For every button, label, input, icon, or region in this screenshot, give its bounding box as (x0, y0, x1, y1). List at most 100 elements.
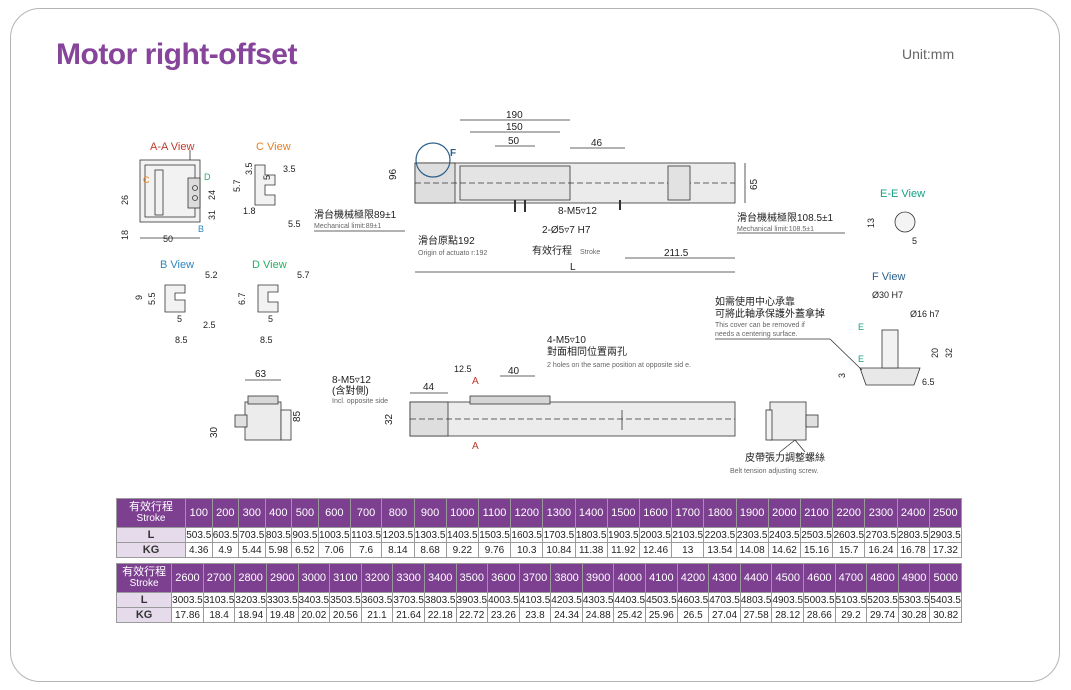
table2-length-cell: 3603.5 (360, 592, 394, 608)
f-label: F (450, 148, 456, 159)
unit-label: Unit:mm (902, 46, 955, 62)
table2-length-cell: 3803.5 (423, 592, 457, 608)
table2-length-cell: 5103.5 (834, 592, 868, 608)
dim-211.5: 211.5 (664, 248, 689, 259)
table1-stroke-cell: 1700 (671, 498, 705, 528)
table2-weight-cell: 22.72 (455, 607, 489, 623)
m4-tap: 4-M5▿10 (547, 335, 586, 346)
section-a-top: A (472, 376, 479, 387)
table2-length-cell: 4303.5 (581, 592, 615, 608)
aa-view-body (139, 150, 201, 223)
b-dim-5.2: 5.2 (205, 270, 218, 280)
table1-weight-cell: 6.52 (291, 542, 319, 558)
table1-length-cell: 803.5 (264, 527, 293, 543)
table1-length-cell: 1103.5 (349, 527, 383, 543)
table2-stroke-cell: 2900 (265, 563, 299, 593)
f-view-title: F View (872, 271, 905, 283)
table2-weight-cell: 25.96 (645, 607, 678, 623)
c-view-title: C View (256, 141, 291, 153)
table1-length-cell: 2903.5 (928, 527, 963, 543)
table1-weight-cell: 5.44 (238, 542, 266, 558)
table1-weight-cell: 9.76 (477, 542, 512, 558)
table2-weight-cell: 28.66 (803, 607, 836, 623)
table2-weight-cell: 19.48 (265, 607, 299, 623)
f-dim-20: 20 (930, 348, 940, 358)
f-dim-16: Ø16 h7 (910, 309, 940, 319)
table2-weight-cell: 24.34 (550, 607, 583, 623)
table1-stroke-cell: 1300 (542, 498, 576, 528)
table1-length-cell: 2403.5 (767, 527, 801, 543)
table1-stroke-cell: 1200 (510, 498, 544, 528)
limit2-cn: 滑台機械極限108.5±1 (737, 211, 834, 224)
table1-length-cell: 603.5 (211, 527, 240, 543)
table1-length-cell: 2603.5 (832, 527, 866, 543)
table1-weight-cell: 13.54 (703, 542, 737, 558)
table1-length-cell: 703.5 (238, 527, 266, 543)
table2-weight-cell: 23.8 (518, 607, 552, 623)
table1-stroke-cell: 100 (185, 498, 213, 528)
side-tap-8m5: 8-M5▿12 (332, 375, 371, 386)
table1-weight-cell: 4.9 (211, 542, 240, 558)
aa-dim-24: 24 (207, 190, 217, 200)
table1-weight-cell: 11.38 (574, 542, 608, 558)
f-dim-32: 32 (944, 348, 954, 358)
table2-stroke-cell: 2800 (234, 563, 267, 593)
table2-stroke-cell: 4100 (645, 563, 678, 593)
table2-weight-cell: 28.12 (771, 607, 805, 623)
table1-stroke-cell: 1800 (703, 498, 737, 528)
table2-length-cell: 3503.5 (329, 592, 362, 608)
front-dim-63: 63 (255, 369, 267, 380)
table2-weight-cell: 25.42 (613, 607, 647, 623)
dim-L: L (570, 262, 576, 273)
table2-weight-cell: 24.88 (581, 607, 615, 623)
table2-stroke-cell: 3800 (550, 563, 583, 593)
table1-weight-cell: 8.14 (381, 542, 415, 558)
aa-label-d: D (204, 172, 211, 182)
section-a-bottom: A (472, 441, 479, 452)
table1-length-cell: 2003.5 (638, 527, 673, 543)
table1-length-cell: 2803.5 (896, 527, 930, 543)
table1-stroke-cell: 800 (381, 498, 415, 528)
table1-stroke-cell: 2500 (928, 498, 963, 528)
table1-stroke-cell: 700 (349, 498, 383, 528)
origin-en: Origin of actuato r:192 (418, 250, 487, 257)
table2-weight-cell: 26.5 (676, 607, 710, 623)
table1-stroke-cell: 2200 (832, 498, 866, 528)
d-view-title: D View (252, 259, 287, 271)
table2-length-cell: 4803.5 (739, 592, 773, 608)
f-bearing-cover (859, 367, 921, 386)
stroke-cn: 有效行程 (532, 244, 572, 257)
d-dim-6.7: 6.7 (237, 292, 247, 305)
f-dim-3: 3 (837, 373, 847, 378)
ee-view-title: E-E View (880, 188, 925, 200)
table1-weight-label: KG (116, 542, 186, 558)
table2-weight-cell: 29.74 (866, 607, 899, 623)
b-dim-9: 9 (134, 295, 144, 300)
table2-stroke-cell: 3700 (518, 563, 552, 593)
f-detail-circle (415, 142, 451, 178)
table2-length-cell: 4003.5 (487, 592, 520, 608)
table2-weight-label: KG (115, 607, 173, 623)
dim-65: 65 (749, 178, 760, 190)
table2-weight-cell: 27.58 (739, 607, 773, 623)
table1-length-cell: 2103.5 (671, 527, 705, 543)
table2-stroke-cell: 2600 (171, 563, 204, 593)
cover-note-en2: needs a centering surface. (715, 331, 798, 338)
table2-stroke-cell: 3000 (297, 563, 331, 593)
d-dim-5: 5 (268, 314, 273, 324)
b-dim-5.5: 5.5 (147, 292, 157, 305)
table1-length-cell: 1403.5 (445, 527, 479, 543)
side-dim-40: 40 (508, 366, 520, 377)
table2-weight-cell: 18.4 (202, 607, 236, 623)
d-view-profile (257, 284, 279, 313)
table2-length-cell: 3703.5 (392, 592, 425, 608)
table1-stroke-cell: 1900 (735, 498, 769, 528)
side-dim-32: 32 (384, 413, 395, 425)
table2-weight-cell: 20.56 (329, 607, 362, 623)
idler-end-view (765, 401, 819, 441)
actuator-top-view (414, 162, 736, 212)
